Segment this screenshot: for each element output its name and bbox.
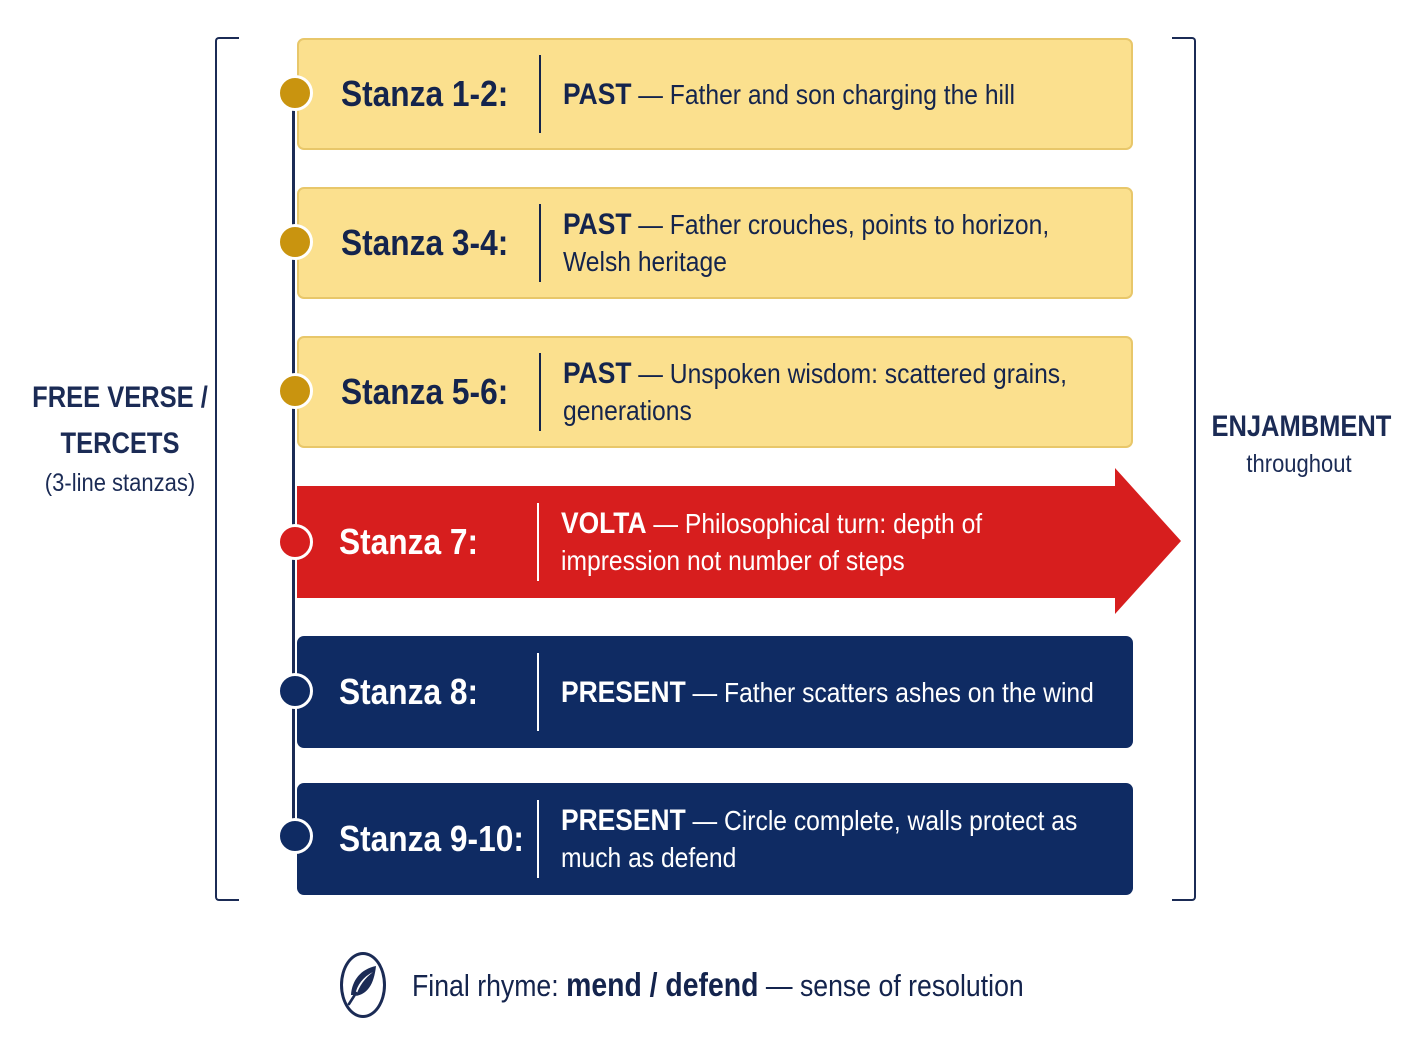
phase-keyword: VOLTA xyxy=(561,507,647,540)
phase-separator: — xyxy=(685,676,725,708)
stanza-row-3: Stanza 5-6: PAST — Unspoken wisdom: scat… xyxy=(297,336,1133,448)
left-bracket xyxy=(215,37,239,901)
footer-separator: — xyxy=(758,968,800,1003)
phase-keyword: PAST xyxy=(563,77,632,111)
phase-separator: — xyxy=(646,508,685,539)
row-divider xyxy=(539,204,541,282)
row-divider xyxy=(539,55,541,133)
final-rhyme-note: Final rhyme: mend / defend — sense of re… xyxy=(340,945,1120,1025)
stanza-label: Stanza 9-10: xyxy=(339,818,524,859)
footer-prefix: Final rhyme: xyxy=(412,968,567,1003)
phase-separator: — xyxy=(631,358,670,389)
stanza-row-2: Stanza 3-4: PAST — Father crouches, poin… xyxy=(297,187,1133,299)
phase-keyword: PRESENT xyxy=(561,804,686,837)
footer-rhyme: mend / defend xyxy=(566,966,759,1003)
row-divider xyxy=(537,503,539,581)
stanza-row-1: Stanza 1-2: PAST — Father and son chargi… xyxy=(297,38,1133,150)
timeline-dot xyxy=(277,224,313,260)
stanza-description: Father scatters ashes on the wind xyxy=(724,676,1094,708)
timeline-dot xyxy=(277,818,313,854)
row-divider xyxy=(539,353,541,431)
form-label: FREE VERSE / TERCETS (3-line stanzas) xyxy=(10,375,230,498)
timeline-dot xyxy=(277,524,313,560)
form-label-note: (3-line stanzas) xyxy=(44,469,196,497)
stanza-row-6: Stanza 9-10: PRESENT — Circle complete, … xyxy=(297,783,1133,895)
enjambment-note: throughout xyxy=(1246,450,1352,478)
phase-separator: — xyxy=(685,805,725,836)
stanza-description: Circle complete, walls protect as much a… xyxy=(561,805,1078,873)
timeline-spine xyxy=(292,88,295,840)
phase-keyword: PAST xyxy=(563,357,632,390)
enjambment-title: ENJAMBMENT xyxy=(1211,410,1392,443)
form-label-line2: TERCETS xyxy=(60,427,180,460)
form-label-line1: FREE VERSE / xyxy=(32,381,208,414)
stanza-label: Stanza 5-6: xyxy=(341,371,509,412)
stanza-row-4: Stanza 7: VOLTA — Philosophical turn: de… xyxy=(297,486,1117,598)
row-divider xyxy=(537,653,539,731)
stanza-description: Unspoken wisdom: scattered grains, gener… xyxy=(563,358,1067,426)
stanza-label: Stanza 3-4: xyxy=(341,222,509,263)
phase-keyword: PAST xyxy=(563,208,632,241)
phase-keyword: PRESENT xyxy=(561,675,686,709)
stanza-description: Father and son charging the hill xyxy=(669,78,1015,110)
footer-suffix: sense of resolution xyxy=(799,968,1024,1003)
timeline-dot xyxy=(277,673,313,709)
right-bracket xyxy=(1172,37,1196,901)
stanza-description: Philosophical turn: depth of impression … xyxy=(561,508,983,576)
stanza-label: Stanza 7: xyxy=(339,521,479,562)
stanza-label: Stanza 1-2: xyxy=(341,73,509,114)
stanza-row-5: Stanza 8: PRESENT — Father scatters ashe… xyxy=(297,636,1133,748)
volta-arrowhead xyxy=(1115,468,1181,614)
stanza-description: Father crouches, points to horizon, Wels… xyxy=(563,209,1050,277)
feather-icon xyxy=(340,952,386,1018)
timeline-dot xyxy=(277,75,313,111)
timeline-dot xyxy=(277,373,313,409)
phase-separator: — xyxy=(631,78,670,110)
phase-separator: — xyxy=(631,209,670,240)
enjambment-label: ENJAMBMENT throughout xyxy=(1196,406,1402,479)
stanza-label: Stanza 8: xyxy=(339,671,479,712)
row-divider xyxy=(537,800,539,878)
